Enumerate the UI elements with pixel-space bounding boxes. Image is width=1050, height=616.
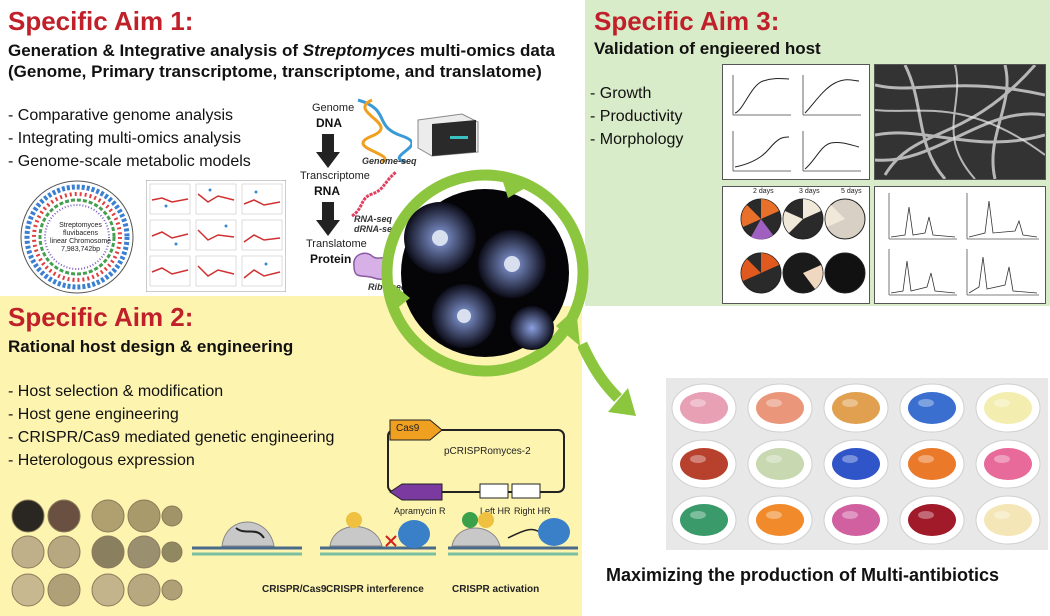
pill-highlight [690,455,706,463]
plasmid-right-hr: Right HR [514,506,551,516]
aim2-item: - Heterologous expression [8,452,195,469]
aim3-item: - Productivity [590,108,683,125]
aim1-subtitle-line1: Generation & Integrative analysis of Str… [8,41,556,60]
chromatogram-figure [874,186,1046,304]
aim1-item: - Integrating multi-omics analysis [8,130,241,147]
rna-strand-icon [351,170,397,218]
pill-pile [908,392,956,424]
aim2-panel [0,306,582,616]
antibiotic-pills-image [666,378,1048,550]
aim1-item: - Genome-scale metabolic models [8,153,251,170]
dna-helix-icon [357,98,412,164]
aim2-subtitle: Rational host design & engineering [8,337,294,356]
crispr-schematics [192,512,578,556]
rna-seq-label: RNA-seq [354,214,393,224]
colony-plates-figure [11,499,183,607]
pill-pile [756,448,804,480]
flow-transcriptome: Transcriptome [300,170,370,182]
pill-pile [756,504,804,536]
pill-highlight [766,399,782,407]
plasmid-left-hr: Left HR [480,506,511,516]
aim2-item: - Host gene engineering [8,406,179,423]
growth-curves-figure [722,64,870,180]
aim1-title: Specific Aim 1: [8,6,194,36]
flow-rna: RNA [314,184,340,198]
pill-pile [680,448,728,480]
pill-pile [984,392,1032,424]
crispr-cas9-label: CRISPR/Cas9 [262,584,327,595]
aim2-list: - Host selection & modification - Host g… [8,380,334,472]
pill-highlight [842,455,858,463]
center-cycle [381,169,589,377]
aim2-title: Specific Aim 2: [8,302,194,332]
plasmid-cas9: Cas9 [396,423,420,434]
pill-pile [680,504,728,536]
flow-protein: Protein [310,252,352,266]
drna-seq-label: dRNA-seq [354,224,398,234]
pill-highlight [994,455,1010,463]
pill-pile [832,392,880,424]
pill-pile [832,448,880,480]
pill-pile [908,448,956,480]
pill-pile [908,504,956,536]
pill-highlight [766,511,782,519]
crispr-activation-label: CRISPR activation [452,584,540,595]
aim1-item: - Comparative genome analysis [8,107,233,124]
pill-highlight [994,511,1010,519]
streptomyces-colony-image [404,202,554,350]
plasmid-apramycin: Apramycin R [394,506,446,516]
pill-pile [680,392,728,424]
pill-highlight [918,511,934,519]
sequencer-icon [417,113,479,157]
plasmid-name: pCRISPRomyces-2 [444,446,531,457]
pill-highlight [690,511,706,519]
aim2-item: - Host selection & modification [8,383,224,400]
flow-dna: DNA [316,116,342,130]
aim3-subtitle: Validation of engieered host [594,39,821,58]
genome-circular-map [20,180,134,294]
plasmid-map [387,419,565,501]
plate-assay-figure: 2 days 3 days 5 days [722,186,870,304]
pill-highlight [690,399,706,407]
bottom-caption: Maximizing the production of Multi-antib… [606,565,999,585]
pill-highlight [842,399,858,407]
aim1-list: - Comparative genome analysis - Integrat… [8,104,251,173]
pill-highlight [842,511,858,519]
flow-genome: Genome [312,102,355,114]
aim1-subtitle-line2: (Genome, Primary transcriptome, transcri… [8,62,542,81]
aim3-list: - Growth - Productivity - Morphology [590,82,683,151]
down-arrow-icon [316,202,340,236]
pill-highlight [994,399,1010,407]
aim2-panel-top [0,296,420,308]
down-arrow-icon [316,134,340,168]
genome-seq-label: Genome-seq [362,156,417,166]
pill-highlight [918,399,934,407]
pill-pile [832,504,880,536]
pill-pile [756,392,804,424]
crispr-interference-label: CRISPR interference [326,584,424,595]
multiomics-plots [146,180,286,292]
sem-morphology-image [874,64,1046,180]
aim3-item: - Morphology [590,131,684,148]
output-arrow-icon [578,341,636,416]
pill-highlight [766,455,782,463]
aim3-title: Specific Aim 3: [594,6,780,36]
flow-translatome: Translatome [306,238,367,250]
pill-highlight [918,455,934,463]
aim3-item: - Growth [590,85,652,102]
aim2-item: - CRISPR/Cas9 mediated genetic engineeri… [8,429,335,446]
pill-pile [984,504,1032,536]
pill-pile [984,448,1032,480]
genome-map-text: Streptomyces fluvibacens linear Chromoso… [50,222,112,253]
